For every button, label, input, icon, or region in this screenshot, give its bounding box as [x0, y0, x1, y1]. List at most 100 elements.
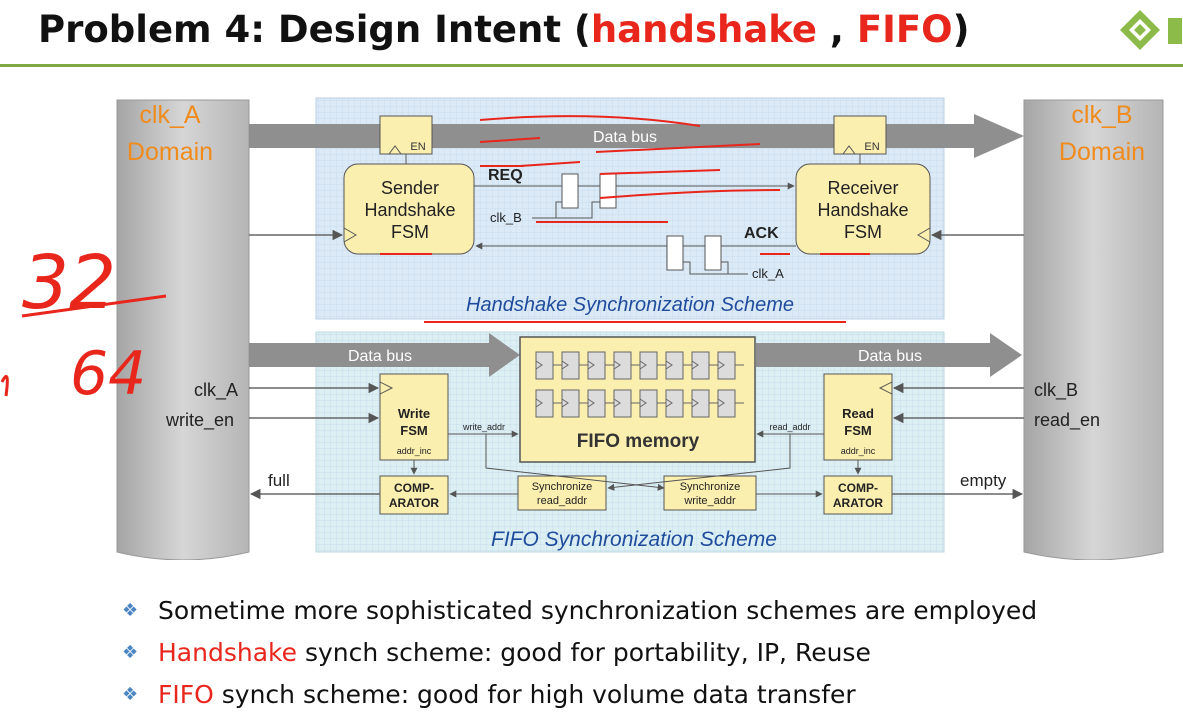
- memory-cell: [717, 351, 736, 380]
- memory-cell-clock-mark: [639, 398, 647, 408]
- clk-b-domain: clk_B Domain: [1023, 99, 1164, 560]
- receiver-fsm-line-3: FSM: [844, 222, 882, 242]
- ack-synchronizer: ACK clk_A: [475, 225, 796, 281]
- fifo-scheme-title: FIFO Synchronization Scheme: [491, 528, 777, 551]
- req-clk-b-label: clk_B: [490, 210, 522, 225]
- read-fsm-addr-inc: addr_inc: [841, 446, 876, 456]
- memory-cell: [665, 351, 684, 380]
- bullet-highlight: Handshake: [158, 638, 297, 667]
- title-separator: ,: [817, 8, 857, 51]
- memory-cell: [639, 351, 658, 380]
- title-rule: [0, 64, 1183, 67]
- sender-handshake-fsm: Sender Handshake FSM: [343, 163, 475, 255]
- bullet-highlight: FIFO: [158, 680, 214, 709]
- fifo-data-bus-left: Data bus: [249, 333, 520, 377]
- memory-cell: [691, 351, 710, 380]
- clk-a-domain: clk_A Domain: [116, 99, 250, 560]
- memory-cells-row: [535, 389, 744, 418]
- handshake-scheme-panel: Data bus EN EN Sender Handshake FSM Rece…: [249, 97, 1024, 320]
- enable-register-right: EN: [833, 115, 887, 155]
- memory-cell: [691, 389, 710, 418]
- bullet-item: ❖ FIFO synch scheme: good for high volume…: [122, 676, 1037, 718]
- slide-title: Problem 4: Design Intent (handshake , FI…: [38, 8, 970, 51]
- clk-a-domain-label: Domain: [127, 138, 213, 166]
- memory-cell-clock-mark: [587, 398, 595, 408]
- diamond-bullet-icon: ❖: [122, 642, 139, 663]
- req-synchronizer: REQ clk_B: [474, 167, 795, 225]
- write-fsm-line-1: Write: [398, 406, 430, 421]
- receiver-fsm-line-1: Receiver: [827, 178, 898, 198]
- memory-cell-clock-mark: [717, 360, 725, 370]
- write-comparator: COMP- ARATOR: [379, 475, 449, 515]
- memory-cell: [587, 351, 606, 380]
- read-comparator-line-1: COMP-: [838, 481, 878, 495]
- receiver-fsm-line-2: Handshake: [817, 200, 908, 220]
- memory-cell: [587, 389, 606, 418]
- read-comparator: COMP- ARATOR: [823, 475, 893, 515]
- fifo-clk-a-label: clk_A: [194, 380, 238, 401]
- title-prefix: Problem 4: Design Intent (: [38, 8, 591, 51]
- synchronization-diagram: clk_A Domain clk_B Domain Data bus EN EN: [0, 97, 1164, 560]
- read-fsm: Read FSM addr_inc: [823, 373, 893, 461]
- sync-write-line-1: Synchronize: [680, 481, 741, 493]
- clk-b-domain-name: clk_B: [1071, 101, 1132, 129]
- write-fsm-line-2: FSM: [400, 423, 427, 438]
- sender-fsm-line-2: Handshake: [364, 200, 455, 220]
- read-fsm-line-1: Read: [842, 406, 874, 421]
- memory-cell: [613, 389, 632, 418]
- memory-cell-clock-mark: [665, 360, 673, 370]
- title-highlight-fifo: FIFO: [856, 8, 953, 51]
- sync-read-line-1: Synchronize: [532, 481, 593, 493]
- enable-register-left: EN: [379, 115, 433, 155]
- fifo-data-bus-right-label: Data bus: [858, 348, 922, 365]
- title-suffix: ): [952, 8, 970, 51]
- memory-cell-clock-mark: [535, 398, 543, 408]
- memory-cell: [535, 351, 554, 380]
- enable-register-left-label: EN: [410, 141, 425, 153]
- bullet-text: synch scheme: good for high volume data …: [213, 680, 856, 709]
- sender-fsm-line-1: Sender: [381, 178, 439, 198]
- memory-cell-clock-mark: [613, 360, 621, 370]
- read-en-label: read_en: [1034, 410, 1100, 431]
- write-comparator-line-1: COMP-: [394, 481, 434, 495]
- full-label: full: [268, 471, 290, 490]
- handshake-data-bus-label: Data bus: [593, 129, 657, 146]
- diamond-bullet-icon: ❖: [122, 684, 139, 705]
- diamond-logo-icon: [1120, 10, 1182, 50]
- read-addr-label: read_addr: [769, 422, 810, 432]
- bullet-text: Sometime more sophisticated synchronizat…: [158, 596, 1038, 625]
- receiver-handshake-fsm: Receiver Handshake FSM: [795, 163, 931, 255]
- write-fsm: Write FSM addr_inc: [379, 373, 449, 461]
- read-comparator-line-2: ARATOR: [833, 496, 884, 510]
- synchronize-read-addr: Synchronize read_addr: [517, 475, 607, 511]
- write-fsm-addr-inc: addr_inc: [397, 446, 432, 456]
- handwritten-32: 32: [22, 240, 116, 326]
- memory-cell-clock-mark: [535, 360, 543, 370]
- memory-cell: [665, 389, 684, 418]
- memory-cell: [639, 389, 658, 418]
- ack-clk-a-label: clk_A: [752, 266, 784, 281]
- enable-register-right-label: EN: [864, 141, 879, 153]
- memory-cells-row: [535, 351, 744, 380]
- memory-cell-clock-mark: [691, 360, 699, 370]
- memory-cell: [535, 389, 554, 418]
- memory-cell-clock-mark: [665, 398, 673, 408]
- diamond-bullet-icon: ❖: [122, 600, 139, 621]
- memory-cell: [561, 389, 580, 418]
- bullet-item: ❖ Sometime more sophisticated synchroniza…: [122, 592, 1037, 634]
- read-fsm-line-2: FSM: [844, 423, 871, 438]
- write-addr-label: write_addr: [462, 422, 505, 432]
- fifo-data-bus-right: Data bus: [756, 333, 1022, 377]
- fifo-clk-b-label: clk_B: [1034, 380, 1078, 401]
- fifo-scheme-panel: Data bus Data bus FIFO memory Write FSM …: [165, 331, 1100, 553]
- bullet-item: ❖Handshake synch scheme: good for portab…: [122, 634, 1037, 676]
- memory-cell-clock-mark: [561, 398, 569, 408]
- memory-cell: [561, 351, 580, 380]
- memory-cell-clock-mark: [639, 360, 647, 370]
- fifo-memory-label: FIFO memory: [577, 431, 700, 452]
- title-highlight-handshake: handshake: [590, 8, 818, 51]
- fifo-memory: FIFO memory: [519, 336, 756, 463]
- memory-cell-clock-mark: [691, 398, 699, 408]
- sender-fsm-line-3: FSM: [391, 222, 429, 242]
- write-comparator-line-2: ARATOR: [389, 496, 440, 510]
